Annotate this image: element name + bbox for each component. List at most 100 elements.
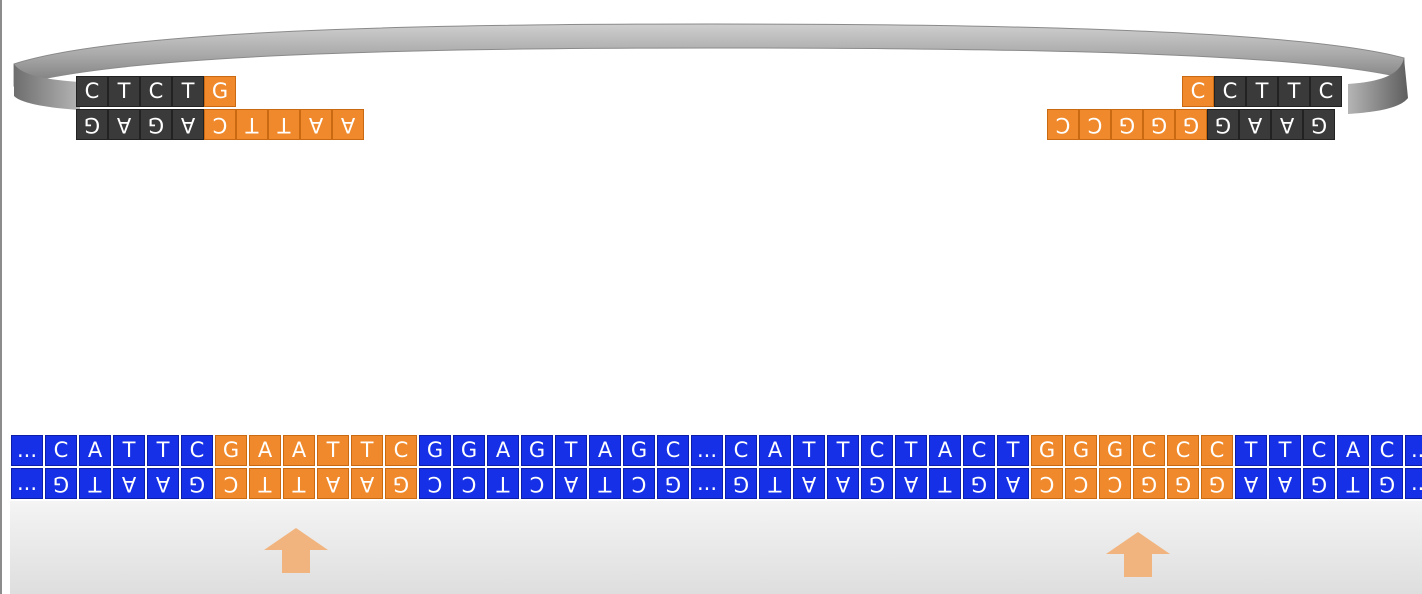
nucleotide-base: G — [419, 435, 451, 466]
nucleotide-base: G — [521, 435, 553, 466]
base-letter: C — [1222, 79, 1238, 103]
base-letter: G — [52, 472, 70, 496]
base-letter: G — [1310, 113, 1328, 137]
restriction-site-base: A — [283, 435, 315, 466]
nucleotide-base: T — [997, 435, 1029, 466]
base-letter: T — [292, 472, 306, 496]
base-letter: A — [87, 438, 103, 462]
base-letter: T — [598, 472, 612, 496]
base-letter: G — [1310, 472, 1328, 496]
restriction-site-base: C — [204, 109, 236, 140]
plasmid-vector-band — [13, 23, 1408, 114]
base-letter: G — [1150, 113, 1168, 137]
base-letter: T — [1255, 79, 1269, 103]
base-letter: C — [53, 438, 69, 462]
restriction-site-base: C — [215, 468, 247, 499]
base-letter: C — [529, 472, 545, 496]
base-letter: T — [1244, 438, 1258, 462]
base-letter: A — [340, 113, 356, 137]
base-letter: A — [308, 113, 324, 137]
restriction-site-base: C — [1047, 109, 1079, 140]
nucleotide-base: A — [1337, 435, 1369, 466]
base-letter: T — [1287, 79, 1301, 103]
nucleotide-base: A — [929, 435, 961, 466]
nucleotide-base: C — [725, 435, 757, 466]
nucleotide-base: A — [108, 109, 140, 140]
base-letter: G — [460, 438, 478, 462]
base-letter: C — [1039, 472, 1055, 496]
base-letter: T — [117, 79, 131, 103]
base-letter: A — [801, 472, 817, 496]
base-letter: C — [631, 472, 647, 496]
nucleotide-base: G — [657, 468, 689, 499]
base-letter: ... — [696, 438, 718, 462]
base-letter: T — [360, 438, 374, 462]
nucleotide-base: A — [1235, 468, 1267, 499]
nucleotide-base: ... — [1405, 468, 1422, 499]
nucleotide-base: C — [623, 468, 655, 499]
base-letter: G — [1072, 438, 1090, 462]
base-letter: C — [1141, 438, 1157, 462]
base-letter: G — [1214, 113, 1232, 137]
nucleotide-base: T — [1235, 435, 1267, 466]
base-letter: A — [155, 472, 171, 496]
nucleotide-base: C — [1310, 76, 1342, 107]
restriction-site-base: G — [1111, 109, 1143, 140]
nucleotide-base: T — [79, 468, 111, 499]
base-letter: C — [1318, 79, 1334, 103]
nucleotide-base: C — [453, 468, 485, 499]
base-letter: C — [427, 472, 443, 496]
restriction-site-base: A — [332, 109, 364, 140]
base-letter: ... — [1410, 471, 1422, 495]
nucleotide-base: C — [419, 468, 451, 499]
base-letter: C — [869, 438, 885, 462]
nucleotide-base: ... — [691, 435, 723, 466]
base-letter: A — [325, 472, 341, 496]
nucleotide-base: A — [1269, 468, 1301, 499]
nucleotide-base: A — [172, 109, 204, 140]
base-letter: G — [970, 472, 988, 496]
restriction-site-base: C — [385, 435, 417, 466]
nucleotide-base: G — [453, 435, 485, 466]
nucleotide-base: T — [793, 435, 825, 466]
nucleotide-base: T — [147, 435, 179, 466]
base-letter: A — [597, 438, 613, 462]
nucleotide-base: A — [1239, 109, 1271, 140]
nucleotide-base: ... — [11, 435, 43, 466]
nucleotide-base: T — [929, 468, 961, 499]
base-letter: C — [1087, 113, 1103, 137]
base-letter: G — [664, 472, 682, 496]
base-letter: C — [461, 472, 477, 496]
base-letter: C — [665, 438, 681, 462]
base-letter: C — [1209, 438, 1225, 462]
restriction-site-base: G — [1143, 109, 1175, 140]
restriction-site-base: C — [1079, 109, 1111, 140]
nucleotide-base: A — [997, 468, 1029, 499]
nucleotide-base: T — [1246, 76, 1278, 107]
base-letter: T — [277, 113, 291, 137]
restriction-site-base: G — [215, 435, 247, 466]
base-letter: ... — [16, 471, 38, 495]
base-letter: T — [1278, 438, 1292, 462]
restriction-site-base: G — [1175, 109, 1207, 140]
base-letter: T — [564, 438, 578, 462]
restriction-site-base: G — [1201, 468, 1233, 499]
base-letter: T — [1006, 438, 1020, 462]
base-letter: C — [393, 438, 409, 462]
base-letter: G — [147, 113, 165, 137]
base-letter: T — [904, 438, 918, 462]
base-letter: G — [1118, 113, 1136, 137]
base-letter: G — [222, 438, 240, 462]
base-letter: A — [1005, 472, 1021, 496]
base-letter: T — [326, 438, 340, 462]
restriction-site-base: C — [1065, 468, 1097, 499]
nucleotide-base: G — [45, 468, 77, 499]
restriction-site-base: A — [300, 109, 332, 140]
nucleotide-base: T — [1337, 468, 1369, 499]
nucleotide-base: C — [76, 76, 108, 107]
restriction-site-base: G — [1065, 435, 1097, 466]
nucleotide-base: T — [895, 435, 927, 466]
base-letter: A — [495, 438, 511, 462]
